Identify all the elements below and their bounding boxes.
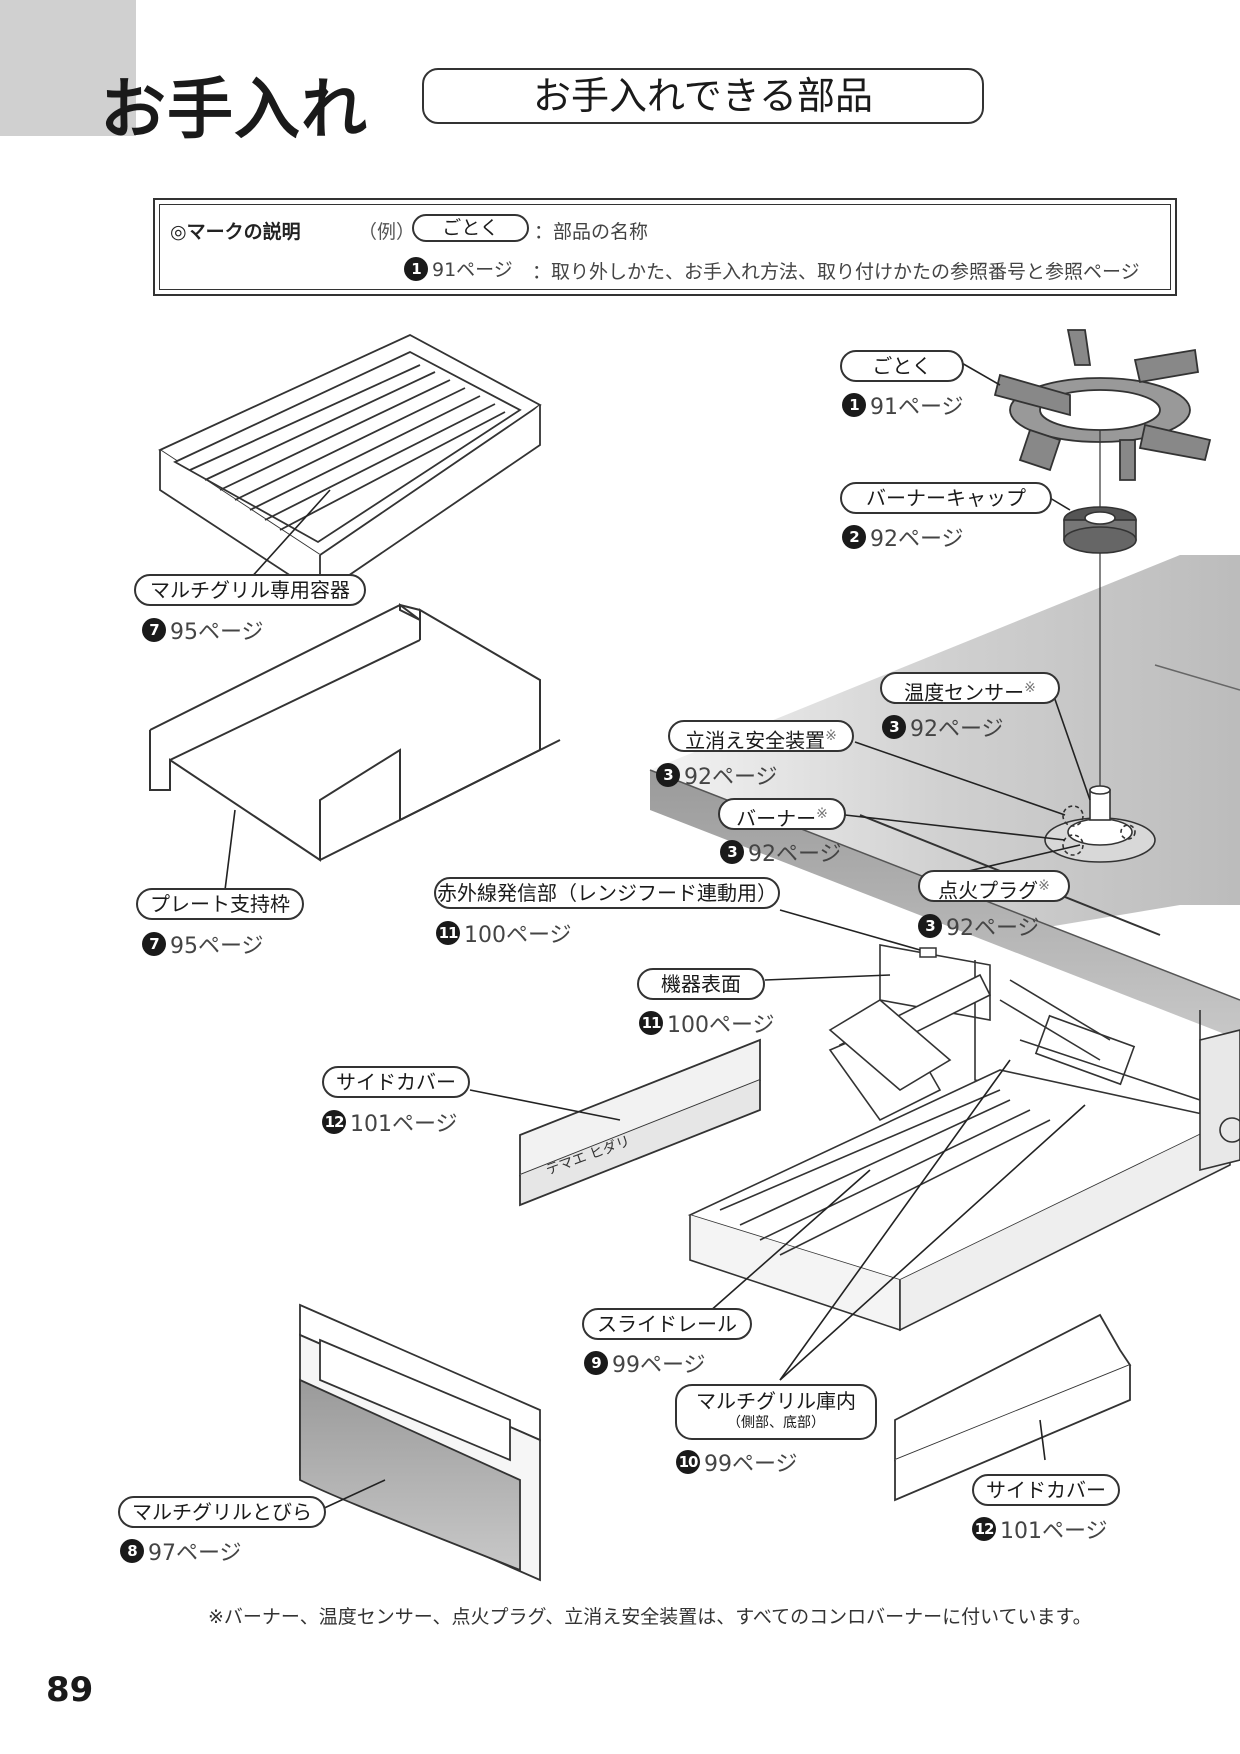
ref-page: 91ページ xyxy=(870,395,964,420)
label-side-cover-left: サイドカバー xyxy=(322,1066,470,1098)
ref-page: 99ページ xyxy=(704,1452,798,1477)
footnote-mark: ※ xyxy=(825,728,837,744)
label-gotoku: ごとく xyxy=(840,350,964,382)
label-grill-door: マルチグリルとびら xyxy=(118,1496,326,1528)
ref-side-cover-left: 12 101ページ xyxy=(322,1106,458,1138)
part-name: 点火プラグ xyxy=(938,878,1039,903)
ref-page: 92ページ xyxy=(870,527,964,552)
label-grill-container: マルチグリル専用容器 xyxy=(134,574,366,606)
ref-number-badge: 12 xyxy=(972,1517,996,1541)
corner-tab xyxy=(0,0,136,136)
ref-number-badge: 7 xyxy=(142,618,166,642)
part-name: マルチグリル庫内 xyxy=(696,1389,856,1413)
leader-lines xyxy=(224,361,1091,1511)
ref-number-badge: 2 xyxy=(842,525,866,549)
ref-number-badge: 3 xyxy=(882,715,906,739)
ref-page: 92ページ xyxy=(946,916,1040,941)
plate-frame-illustration xyxy=(149,603,561,862)
grill-container-illustration xyxy=(158,333,542,597)
label-slide-rail: スライドレール xyxy=(582,1308,752,1340)
ref-page: 95ページ xyxy=(170,620,264,645)
ref-grill-inside: 10 99ページ xyxy=(676,1446,798,1478)
page-number: 89 xyxy=(46,1670,94,1710)
label-plate-frame: プレート支持枠 xyxy=(136,888,304,920)
grill-door-illustration xyxy=(299,1303,541,1582)
ref-number-badge: 3 xyxy=(720,840,744,864)
gotoku-illustration xyxy=(993,329,1212,481)
part-subname: （側部、底部） xyxy=(727,1415,825,1431)
label-flame-safety: 立消え安全装置※ xyxy=(668,720,854,753)
part-name: 温度センサー xyxy=(904,680,1025,705)
ref-page: 101ページ xyxy=(1000,1519,1108,1544)
label-grill-inside: マルチグリル庫内 （側部、底部） xyxy=(675,1384,877,1440)
footnote-mark: ※ xyxy=(816,806,828,822)
grill-body xyxy=(687,944,1240,1332)
ref-slide-rail: 9 99ページ xyxy=(584,1347,706,1379)
ref-temp-sensor: 3 92ページ xyxy=(882,711,1004,743)
ref-page: 101ページ xyxy=(350,1112,458,1137)
legend-ref-page: 91ページ xyxy=(432,259,513,281)
label-temp-sensor: 温度センサー※ xyxy=(880,672,1060,705)
ref-page: 95ページ xyxy=(170,934,264,959)
label-burner-cap: バーナーキャップ xyxy=(840,482,1052,514)
legend-sample-ref: 1 91ページ xyxy=(404,255,513,282)
ref-number-badge: 9 xyxy=(584,1351,608,1375)
page-title: お手入れ xyxy=(100,71,368,148)
ref-page: 99ページ xyxy=(612,1353,706,1378)
burner-illustration xyxy=(1044,785,1156,863)
ref-number-badge: 3 xyxy=(918,914,942,938)
label-ir-sender: 赤外線発信部（レンジフード連動用） xyxy=(434,877,780,909)
ref-side-cover-right: 12 101ページ xyxy=(972,1513,1108,1545)
side-cover-right-illustration xyxy=(894,1313,1132,1502)
ref-grill-container: 7 95ページ xyxy=(142,614,264,646)
ref-page: 92ページ xyxy=(910,717,1004,742)
side-cover-left-illustration: テマエ ヒダリ xyxy=(519,1038,761,1207)
ref-gotoku: 1 91ページ xyxy=(842,389,964,421)
part-name: 立消え安全装置 xyxy=(685,728,826,753)
ref-flame-safety: 3 92ページ xyxy=(656,759,778,791)
ir-sender-mark xyxy=(919,947,937,958)
legend-example: （例） xyxy=(358,221,416,243)
ref-number-badge: 3 xyxy=(656,763,680,787)
label-ignition-plug: 点火プラグ※ xyxy=(918,870,1070,903)
ref-surface: 11 100ページ xyxy=(639,1007,775,1039)
label-side-cover-right: サイドカバー xyxy=(972,1474,1120,1506)
ref-number-badge: 10 xyxy=(676,1450,700,1474)
ref-page: 100ページ xyxy=(464,923,572,948)
ref-burner: 3 92ページ xyxy=(720,836,842,868)
ref-number-badge: 8 xyxy=(120,1539,144,1563)
ref-plate-frame: 7 95ページ xyxy=(142,928,264,960)
ref-number-badge: 11 xyxy=(639,1011,663,1035)
legend-sample-part: ごとく xyxy=(412,214,529,242)
ref-ignition-plug: 3 92ページ xyxy=(918,910,1040,942)
part-name: バーナー xyxy=(736,806,817,831)
legend-ref-desc: ：取り外しかた、お手入れ方法、取り付けかたの参照番号と参照ページ xyxy=(532,261,1140,283)
ref-number-badge: 1 xyxy=(842,393,866,417)
ref-page: 97ページ xyxy=(148,1541,242,1566)
footnote: ※バーナー、温度センサー、点火プラグ、立消え安全装置は、すべてのコンロバーナーに… xyxy=(208,1606,1092,1628)
ref-burner-cap: 2 92ページ xyxy=(842,521,964,553)
burner-cap-illustration xyxy=(1063,506,1137,554)
footnote-mark: ※ xyxy=(1024,680,1036,696)
label-surface: 機器表面 xyxy=(637,968,765,1000)
legend-box: ◎マークの説明 （例） ごとく ：部品の名称 1 91ページ ：取り外しかた、お… xyxy=(153,198,1177,296)
ref-page: 100ページ xyxy=(667,1013,775,1038)
ref-ir-sender: 11 100ページ xyxy=(436,917,572,949)
section-subtitle: お手入れできる部品 xyxy=(422,68,984,124)
footnote-mark: ※ xyxy=(1038,878,1050,894)
ref-page: 92ページ xyxy=(684,765,778,790)
ref-page: 92ページ xyxy=(748,842,842,867)
label-burner: バーナー※ xyxy=(718,798,846,831)
legend-heading: ◎マークの説明 xyxy=(170,221,301,243)
ref-number-badge: 7 xyxy=(142,932,166,956)
legend-part-desc: ：部品の名称 xyxy=(534,221,649,243)
ref-number-badge: 11 xyxy=(436,921,460,945)
ref-number-badge: 12 xyxy=(322,1110,346,1134)
ref-number-badge: 1 xyxy=(404,256,428,281)
ref-grill-door: 8 97ページ xyxy=(120,1535,242,1567)
